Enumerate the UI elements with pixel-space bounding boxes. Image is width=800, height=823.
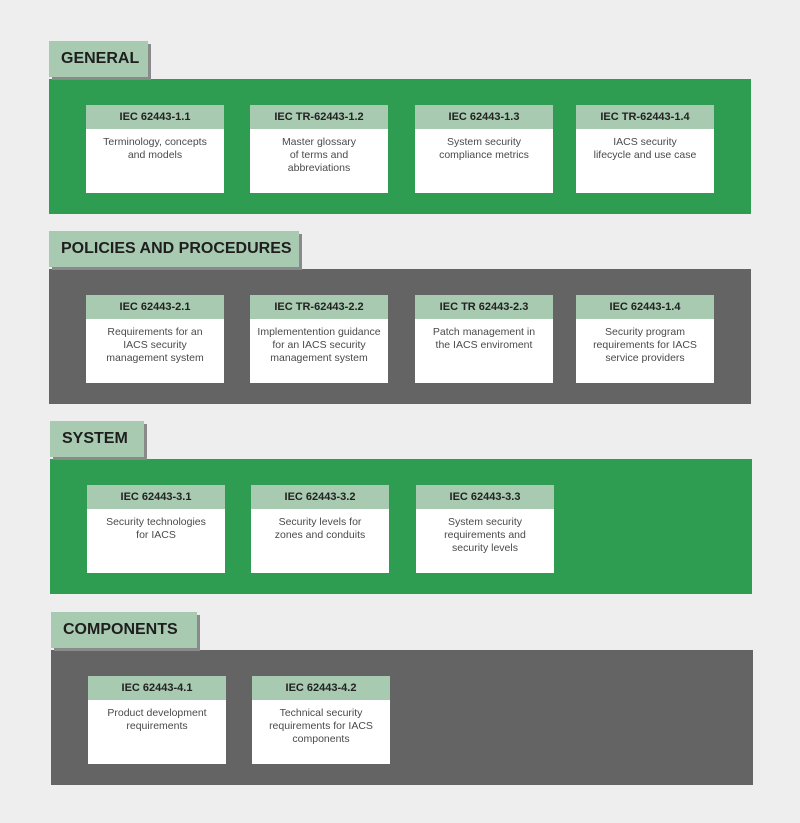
standard-card: IEC TR-62443-1.4 IACS security lifecycle… (576, 105, 714, 193)
section-panel-components: IEC 62443-4.1 Product development requir… (51, 650, 753, 785)
card-description: System security compliance metrics (439, 136, 529, 161)
card-description: Implementention guidance for an IACS sec… (257, 326, 381, 364)
card-description: Security levels for zones and conduits (274, 516, 366, 541)
section-title-policies-and-procedures: POLICIES AND PROCEDURES (49, 231, 299, 267)
card-header: IEC TR 62443-2.3 (415, 295, 553, 319)
section-title-components: COMPONENTS (51, 612, 197, 648)
card-header: IEC 62443-2.1 (86, 295, 224, 319)
card-description: Master glossary of terms and abbreviatio… (281, 136, 357, 174)
standard-card: IEC 62443-3.3 System security requiremen… (416, 485, 554, 573)
standard-card: IEC 62443-4.1 Product development requir… (88, 676, 226, 764)
card-header: IEC 62443-4.2 (252, 676, 390, 700)
section-panel-general: IEC 62443-1.1 Terminology, concepts and … (49, 79, 751, 214)
card-description: System security requirements and securit… (444, 516, 526, 554)
standard-card: IEC TR-62443-1.2 Master glossary of term… (250, 105, 388, 193)
card-description: Requirements for an IACS security manage… (106, 326, 204, 364)
section-title-system: SYSTEM (50, 421, 144, 457)
standard-card: IEC 62443-1.3 System security compliance… (415, 105, 553, 193)
card-description: Product development requirements (107, 707, 207, 732)
card-header: IEC TR-62443-1.2 (250, 105, 388, 129)
card-header: IEC 62443-3.3 (416, 485, 554, 509)
section-panel-policies-and-procedures: IEC 62443-2.1 Requirements for an IACS s… (49, 269, 751, 404)
card-header: IEC 62443-1.1 (86, 105, 224, 129)
section-title-general: GENERAL (49, 41, 148, 77)
card-description: IACS security lifecycle and use case (593, 136, 697, 161)
standard-card: IEC 62443-2.1 Requirements for an IACS s… (86, 295, 224, 383)
section-panel-system: IEC 62443-3.1 Security technologies for … (50, 459, 752, 594)
standard-card: IEC TR-62443-2.2 Implementention guidanc… (250, 295, 388, 383)
standard-card: IEC 62443-3.1 Security technologies for … (87, 485, 225, 573)
standard-card: IEC 62443-4.2 Technical security require… (252, 676, 390, 764)
card-header: IEC TR-62443-1.4 (576, 105, 714, 129)
card-header: IEC 62443-1.3 (415, 105, 553, 129)
card-description: Security technologies for IACS (106, 516, 206, 541)
card-description: Technical security requirements for IACS… (269, 707, 373, 745)
standard-card: IEC 62443-3.2 Security levels for zones … (251, 485, 389, 573)
card-header: IEC 62443-3.2 (251, 485, 389, 509)
card-header: IEC TR-62443-2.2 (250, 295, 388, 319)
standard-card: IEC 62443-1.4 Security program requireme… (576, 295, 714, 383)
card-description: Security program requirements for IACS s… (593, 326, 697, 364)
card-header: IEC 62443-3.1 (87, 485, 225, 509)
card-header: IEC 62443-1.4 (576, 295, 714, 319)
card-description: Terminology, concepts and models (103, 136, 207, 161)
card-description: Patch management in the IACS enviroment (432, 326, 536, 351)
card-header: IEC 62443-4.1 (88, 676, 226, 700)
standard-card: IEC 62443-1.1 Terminology, concepts and … (86, 105, 224, 193)
standard-card: IEC TR 62443-2.3 Patch management in the… (415, 295, 553, 383)
